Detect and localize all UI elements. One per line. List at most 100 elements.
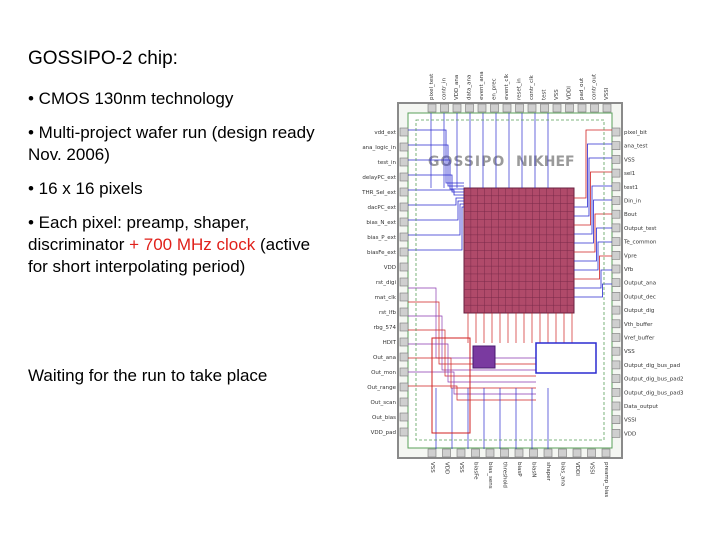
bullet-list: • CMOS 130nm technology • Multi-project …	[28, 88, 328, 290]
top-pad	[465, 103, 474, 113]
bottom-pad	[572, 448, 582, 458]
left-pad	[399, 412, 409, 422]
wire-left-input	[408, 189, 464, 196]
top-pad-label: reset_in	[517, 78, 523, 100]
bottom-pad-label: threshold	[502, 462, 508, 488]
left-pad	[399, 322, 409, 332]
bullet-pixel-description: • Each pixel: preamp, shaper, discrimina…	[28, 212, 328, 278]
right-pad	[611, 346, 621, 356]
wire-left-input	[408, 174, 464, 193]
right-pad-label: Din_in	[624, 199, 642, 205]
top-pad-label: event_ana	[479, 71, 485, 100]
bottom-pad-label: VDD	[444, 462, 450, 474]
wire-left-input	[408, 197, 464, 206]
left-pad-label: rbg_574	[374, 325, 397, 331]
right-pad	[611, 305, 621, 315]
periphery-block-right	[535, 342, 597, 374]
left-pad	[399, 307, 409, 317]
top-pad	[502, 103, 512, 113]
wire-right-output	[574, 255, 612, 280]
left-pad-label: Out_range	[367, 385, 396, 391]
top-pad	[515, 103, 524, 113]
left-pad	[399, 277, 409, 287]
right-pad-label: Vref_buffer	[624, 336, 655, 342]
right-pad	[611, 209, 621, 219]
right-pad-label: Data_output	[624, 404, 659, 410]
left-pad-label: rst_lfb	[379, 310, 396, 316]
right-pad	[611, 319, 621, 329]
right-pad-label: ana_test	[624, 144, 648, 150]
left-pad-label: vdd_ext	[374, 130, 397, 136]
bottom-pad	[485, 448, 495, 458]
top-pad	[477, 103, 487, 113]
right-pad-label: VSS	[624, 349, 635, 355]
wire-periphery	[408, 343, 536, 383]
top-pad-label: en_prec	[492, 78, 498, 100]
bottom-pad	[601, 448, 611, 458]
right-pad-label: VSSI	[624, 418, 637, 424]
top-pad	[427, 103, 437, 113]
left-pad	[399, 187, 409, 197]
left-pad-label: Out_mon	[371, 370, 396, 376]
left-pad-label: Out_scan	[371, 400, 397, 406]
right-pad-label: Output_test	[624, 226, 657, 232]
wire-left-input	[408, 159, 464, 190]
right-pad	[611, 374, 621, 383]
left-pad	[399, 172, 409, 182]
right-pad-label: Output_dig_bus_pad2	[624, 377, 684, 383]
bottom-pad-label: biasN	[531, 462, 537, 477]
left-pad-label: VDD	[384, 265, 396, 271]
left-pad	[399, 352, 409, 362]
right-pad	[611, 278, 621, 287]
left-pad-label: bias_P_ext	[367, 235, 397, 241]
waiting-note: Waiting for the run to take place	[28, 366, 268, 385]
wire-periphery	[408, 357, 536, 389]
right-pad-label: pixel_bit	[624, 130, 648, 136]
right-pad-label: Vth_buffer	[624, 322, 653, 328]
right-pad	[611, 415, 621, 425]
bottom-pad-label: VSS	[458, 462, 464, 473]
left-pad	[399, 367, 409, 377]
bottom-pad	[558, 448, 567, 458]
left-pad-label: HDIT	[383, 340, 397, 346]
right-pad-label: Output_dec	[624, 294, 656, 300]
bottom-pad	[442, 448, 451, 458]
wire-right-output	[574, 199, 612, 244]
left-pad	[399, 157, 409, 167]
bottom-pad-label: shaper	[545, 462, 551, 482]
right-pad-label: Vfb	[624, 267, 634, 273]
wire-left-input	[408, 129, 464, 184]
top-pad-label: contr_in	[442, 77, 448, 100]
top-pad-label: test	[542, 89, 548, 100]
bottom-pad	[456, 448, 466, 458]
left-pad	[399, 262, 409, 272]
top-pad-label: VSSI	[604, 87, 610, 100]
left-pad	[399, 217, 409, 227]
right-pad-label: Output_ana	[624, 281, 656, 287]
right-pad	[611, 196, 621, 205]
right-pad	[611, 401, 621, 411]
top-pad-label: VDDI	[567, 86, 573, 100]
top-pad-label: pad_out	[579, 77, 585, 100]
top-pad	[590, 103, 599, 113]
left-pad-label: Out_ana	[373, 355, 396, 361]
right-pad	[611, 360, 621, 370]
bottom-pad-label: biasP	[516, 462, 522, 477]
bottom-pad-label: VDDI	[574, 462, 580, 476]
right-pad-label: test1	[624, 185, 638, 191]
wire-left-input	[408, 203, 464, 236]
chip-layout-image: vdd_extana_logic_intest_indelayPC_extTHR…	[361, 71, 684, 497]
wire-left-input	[408, 200, 464, 221]
right-pad	[611, 127, 621, 137]
left-pad-label: dacPC_ext	[368, 205, 397, 211]
right-pad	[611, 264, 621, 274]
left-pad	[399, 397, 409, 407]
left-pad	[399, 142, 409, 152]
wire-right-output	[574, 283, 612, 298]
top-pad	[577, 103, 587, 113]
bottom-pad	[587, 448, 596, 458]
left-pad-label: THR_Sel_ext	[361, 190, 397, 196]
top-pad-label: VDD_ana	[454, 75, 460, 100]
wire-left-input	[408, 144, 464, 187]
